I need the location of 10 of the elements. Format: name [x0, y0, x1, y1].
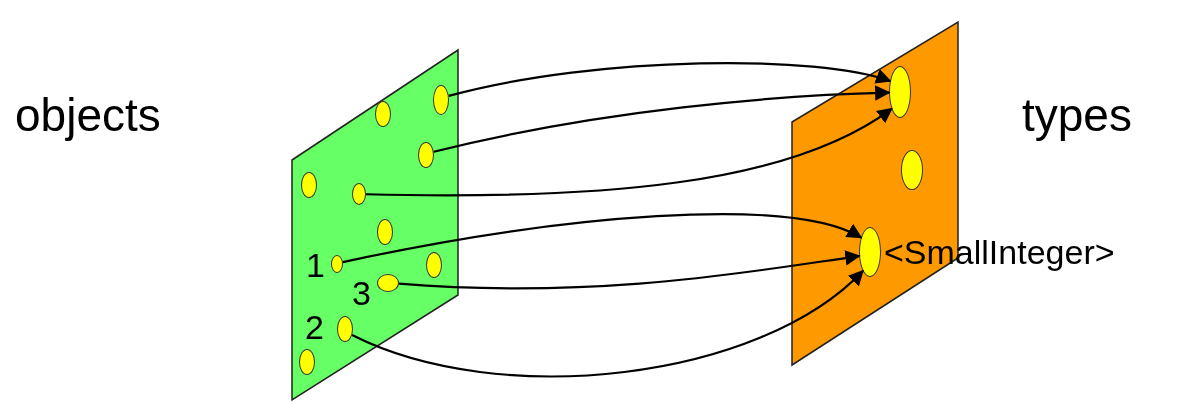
arrow: [351, 269, 864, 378]
arrow: [342, 213, 863, 264]
plane-shape: [291, 48, 459, 402]
node-caption: 1: [306, 248, 325, 282]
arrow: [433, 85, 891, 153]
arrow: [398, 250, 861, 290]
node-caption: 3: [352, 276, 371, 310]
node-caption: 2: [305, 310, 324, 344]
arrow: [448, 62, 892, 97]
arrow: [366, 107, 893, 197]
